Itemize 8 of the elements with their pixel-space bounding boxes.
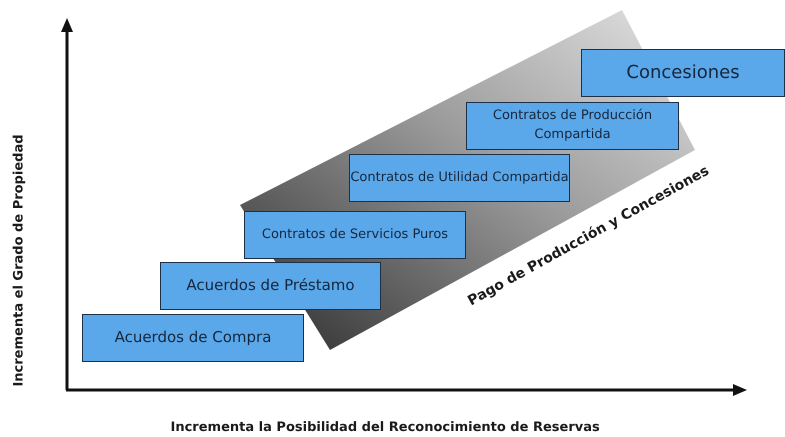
step-box: Contratos de Producción Compartida [466, 102, 679, 150]
step-box: Contratos de Servicios Puros [244, 211, 466, 259]
axis-title: Incrementa la Posibilidad del Reconocimiento de Reservas [170, 420, 600, 434]
step-box: Acuerdos de Compra [82, 314, 304, 362]
step-box: Acuerdos de Préstamo [160, 262, 381, 310]
axis-title: Incrementa el Grado de Propiedad [12, 134, 27, 386]
step-box: Contratos de Utilidad Compartida [349, 154, 570, 202]
step-box: Concesiones [581, 49, 785, 97]
